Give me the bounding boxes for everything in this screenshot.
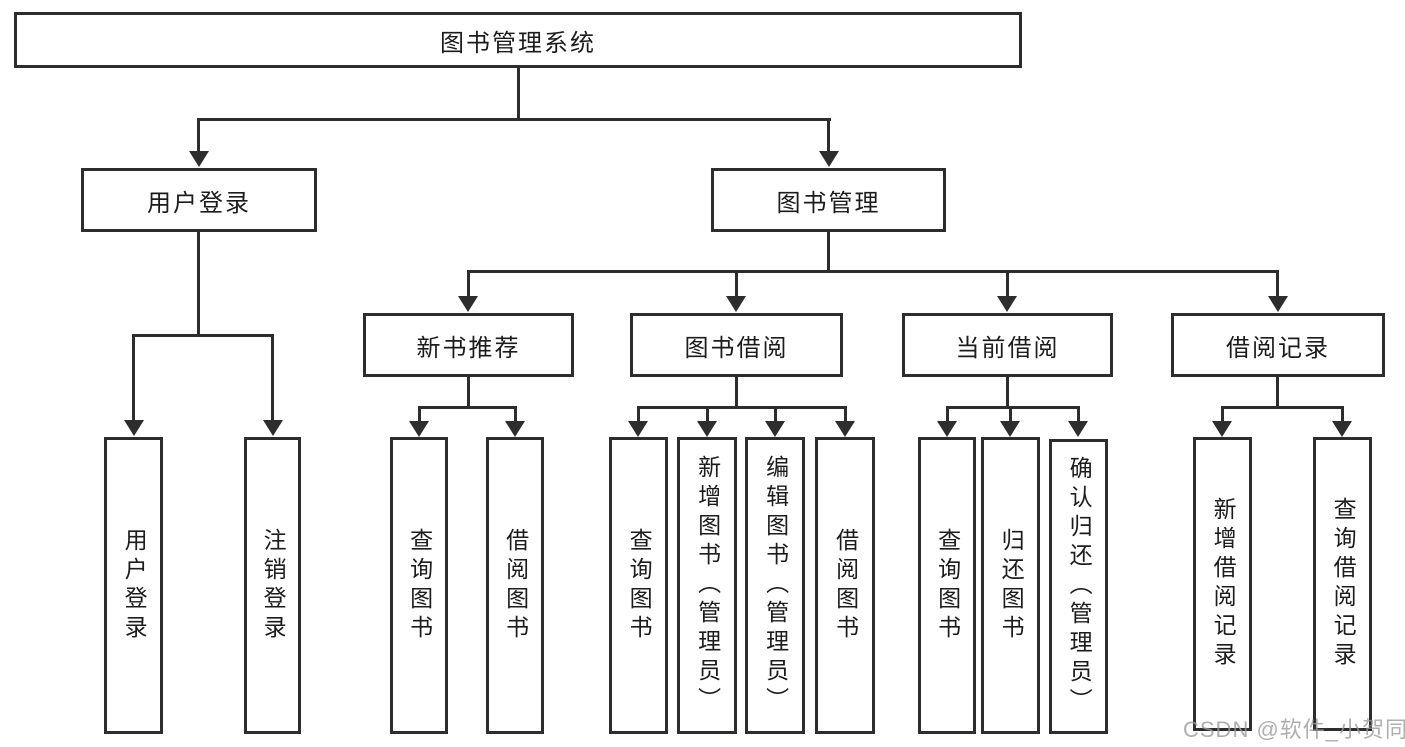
connector <box>1341 406 1344 422</box>
arrowhead-icon <box>409 421 429 437</box>
node-new-book-recommend-label: 新书推荐 <box>416 334 521 362</box>
leaf-user-login: 用户登录 <box>104 437 163 734</box>
arrowhead-icon <box>1212 421 1232 437</box>
connector <box>418 406 517 409</box>
arrowhead-icon <box>835 421 855 437</box>
arrowhead-icon <box>1268 296 1288 312</box>
arrowhead-icon <box>1332 421 1352 437</box>
leaf-newbooks-borrow: 借阅图书 <box>486 437 544 734</box>
connector <box>637 406 847 409</box>
leaf-current-confirm-admin-label: 确认归还（管理员） <box>1066 456 1093 717</box>
connector <box>197 118 200 152</box>
connector <box>706 406 709 422</box>
connector <box>1276 376 1279 409</box>
arrowhead-icon <box>997 296 1017 312</box>
leaf-current-confirm-admin: 确认归还（管理员） <box>1049 439 1108 734</box>
leaf-borrow-book: 借阅图书 <box>815 437 875 734</box>
leaf-borrow-query: 查询图书 <box>609 437 668 734</box>
node-root: 图书管理系统 <box>14 12 1022 68</box>
leaf-logout-label: 注销登录 <box>260 527 287 644</box>
connector <box>517 67 520 121</box>
leaf-records-query-label: 查询借阅记录 <box>1330 497 1357 671</box>
connector <box>827 118 830 152</box>
node-user-login-label: 用户登录 <box>147 189 251 217</box>
connector <box>735 376 738 409</box>
leaf-records-add-label: 新增借阅记录 <box>1210 497 1237 671</box>
leaf-newbooks-query: 查询图书 <box>390 437 448 734</box>
arrowhead-icon <box>505 421 525 437</box>
leaf-current-query: 查询图书 <box>918 437 976 734</box>
connector <box>418 406 421 422</box>
leaf-borrow-query-label: 查询图书 <box>626 527 653 644</box>
leaf-borrow-add-admin: 新增图书（管理员） <box>677 437 737 734</box>
node-borrow-records-label: 借阅记录 <box>1226 334 1330 362</box>
connector <box>132 334 135 421</box>
connector <box>467 376 470 409</box>
leaf-current-query-label: 查询图书 <box>934 527 961 644</box>
arrowhead-icon <box>458 296 478 312</box>
leaf-current-return: 归还图书 <box>981 437 1040 734</box>
leaf-borrow-book-label: 借阅图书 <box>832 527 859 644</box>
node-new-book-recommend: 新书推荐 <box>363 313 574 377</box>
node-book-borrow: 图书借阅 <box>630 313 843 377</box>
leaf-records-add: 新增借阅记录 <box>1193 437 1252 731</box>
leaf-logout: 注销登录 <box>244 437 301 734</box>
arrowhead-icon <box>263 420 283 436</box>
arrowhead-icon <box>819 151 839 167</box>
arrowhead-icon <box>937 421 957 437</box>
leaf-borrow-edit-admin-label: 编辑图书（管理员） <box>762 455 789 716</box>
arrowhead-icon <box>124 420 144 436</box>
connector <box>844 406 847 422</box>
node-user-login: 用户登录 <box>81 168 317 232</box>
connector <box>946 406 949 422</box>
connector <box>1077 406 1080 422</box>
leaf-newbooks-query-label: 查询图书 <box>406 527 433 644</box>
arrowhead-icon <box>189 151 209 167</box>
connector <box>467 270 470 297</box>
connector <box>514 406 517 422</box>
node-borrow-records: 借阅记录 <box>1171 313 1385 377</box>
arrowhead-icon <box>726 296 746 312</box>
csdn-watermark: CSDN @软件_小贺同学 <box>1183 717 1405 742</box>
connector <box>774 406 777 422</box>
connector <box>946 406 1080 409</box>
connector <box>637 406 640 422</box>
leaf-borrow-add-admin-label: 新增图书（管理员） <box>694 455 721 716</box>
connector <box>1221 406 1224 422</box>
connector <box>1009 406 1012 422</box>
connector <box>735 270 738 297</box>
leaf-newbooks-borrow-label: 借阅图书 <box>502 527 529 644</box>
node-book-management-label: 图书管理 <box>776 189 881 217</box>
node-current-borrow: 当前借阅 <box>902 313 1113 377</box>
connector <box>271 334 274 421</box>
leaf-borrow-edit-admin: 编辑图书（管理员） <box>745 437 805 734</box>
connector <box>1006 376 1009 409</box>
connector <box>1276 270 1279 297</box>
arrowhead-icon <box>697 421 717 437</box>
connector <box>1221 406 1344 409</box>
node-book-management: 图书管理 <box>711 168 946 232</box>
node-current-borrow-label: 当前借阅 <box>955 334 1060 362</box>
leaf-user-login-label: 用户登录 <box>121 527 148 644</box>
connector <box>132 334 274 337</box>
leaf-records-query: 查询借阅记录 <box>1313 437 1372 731</box>
connector <box>1006 270 1009 297</box>
node-book-borrow-label: 图书借阅 <box>684 334 789 362</box>
arrowhead-icon <box>1068 421 1088 437</box>
connector <box>197 118 831 121</box>
node-root-label: 图书管理系统 <box>440 29 596 57</box>
leaf-current-return-label: 归还图书 <box>998 527 1025 644</box>
connector <box>467 270 1279 273</box>
connector <box>197 232 200 337</box>
arrowhead-icon <box>628 421 648 437</box>
arrowhead-icon <box>765 421 785 437</box>
arrowhead-icon <box>1000 421 1020 437</box>
connector <box>827 232 830 273</box>
